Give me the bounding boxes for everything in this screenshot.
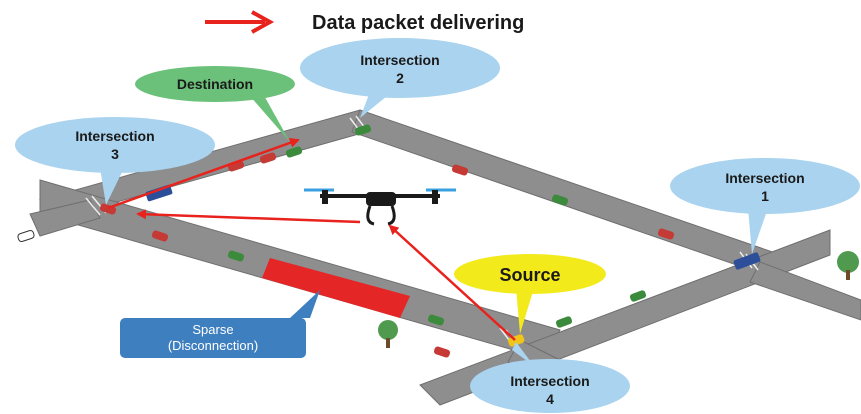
tree-icon xyxy=(378,320,398,348)
callout-intersection-2: Intersection 2 xyxy=(300,38,500,118)
car-icon xyxy=(551,194,569,206)
legend: Data packet delivering xyxy=(205,10,524,34)
destination-label: Destination xyxy=(177,76,253,92)
car-icon xyxy=(657,228,675,240)
legend-label: Data packet delivering xyxy=(312,12,524,34)
tree-icon xyxy=(837,251,859,280)
callout-intersection-3: Intersection 3 xyxy=(15,117,215,205)
car-icon xyxy=(427,314,445,326)
car-icon xyxy=(555,316,573,328)
intersection-2-number: 2 xyxy=(396,70,404,86)
car-icon xyxy=(17,230,35,242)
vehicles xyxy=(17,124,761,358)
intersection-4-number: 4 xyxy=(546,391,554,407)
callout-source: Source xyxy=(454,254,606,334)
truck-icon xyxy=(145,184,173,202)
intersection-4-label: Intersection xyxy=(510,373,589,389)
arrow-source-to-uav xyxy=(388,224,516,341)
legend-arrowhead-icon xyxy=(251,10,275,34)
car-icon xyxy=(227,250,245,262)
intersection-3-number: 3 xyxy=(111,146,119,162)
road-segment-3-west xyxy=(29,199,101,237)
arrow-intersection3-to-destination xyxy=(107,137,300,210)
sparse-sublabel: (Disconnection) xyxy=(168,338,258,353)
car-icon xyxy=(433,346,451,358)
callout-intersection-4: Intersection 4 xyxy=(470,342,630,413)
car-icon xyxy=(354,124,372,136)
car-icon xyxy=(259,152,277,164)
road-segment-1-east xyxy=(749,261,861,321)
car-icon xyxy=(629,290,647,302)
intersection-1-number: 1 xyxy=(761,188,769,204)
truck-icon xyxy=(733,252,761,270)
car-icon xyxy=(151,230,169,242)
callout-intersection-1: Intersection 1 xyxy=(670,158,860,254)
packet-arrows xyxy=(107,137,516,341)
callout-destination: Destination xyxy=(135,66,295,142)
intersection-3-label: Intersection xyxy=(75,128,154,144)
intersection-1-label: Intersection xyxy=(725,170,804,186)
sparse-label: Sparse xyxy=(192,322,233,337)
sparse-segment xyxy=(262,258,410,318)
arrow-uav-to-intersection3 xyxy=(136,209,361,224)
car-icon xyxy=(285,146,303,158)
car-icon xyxy=(451,164,469,176)
source-label: Source xyxy=(499,265,560,285)
intersection-2-label: Intersection xyxy=(360,52,439,68)
uav-drone-icon xyxy=(304,188,456,226)
callout-sparse: Sparse (Disconnection) xyxy=(120,290,320,358)
